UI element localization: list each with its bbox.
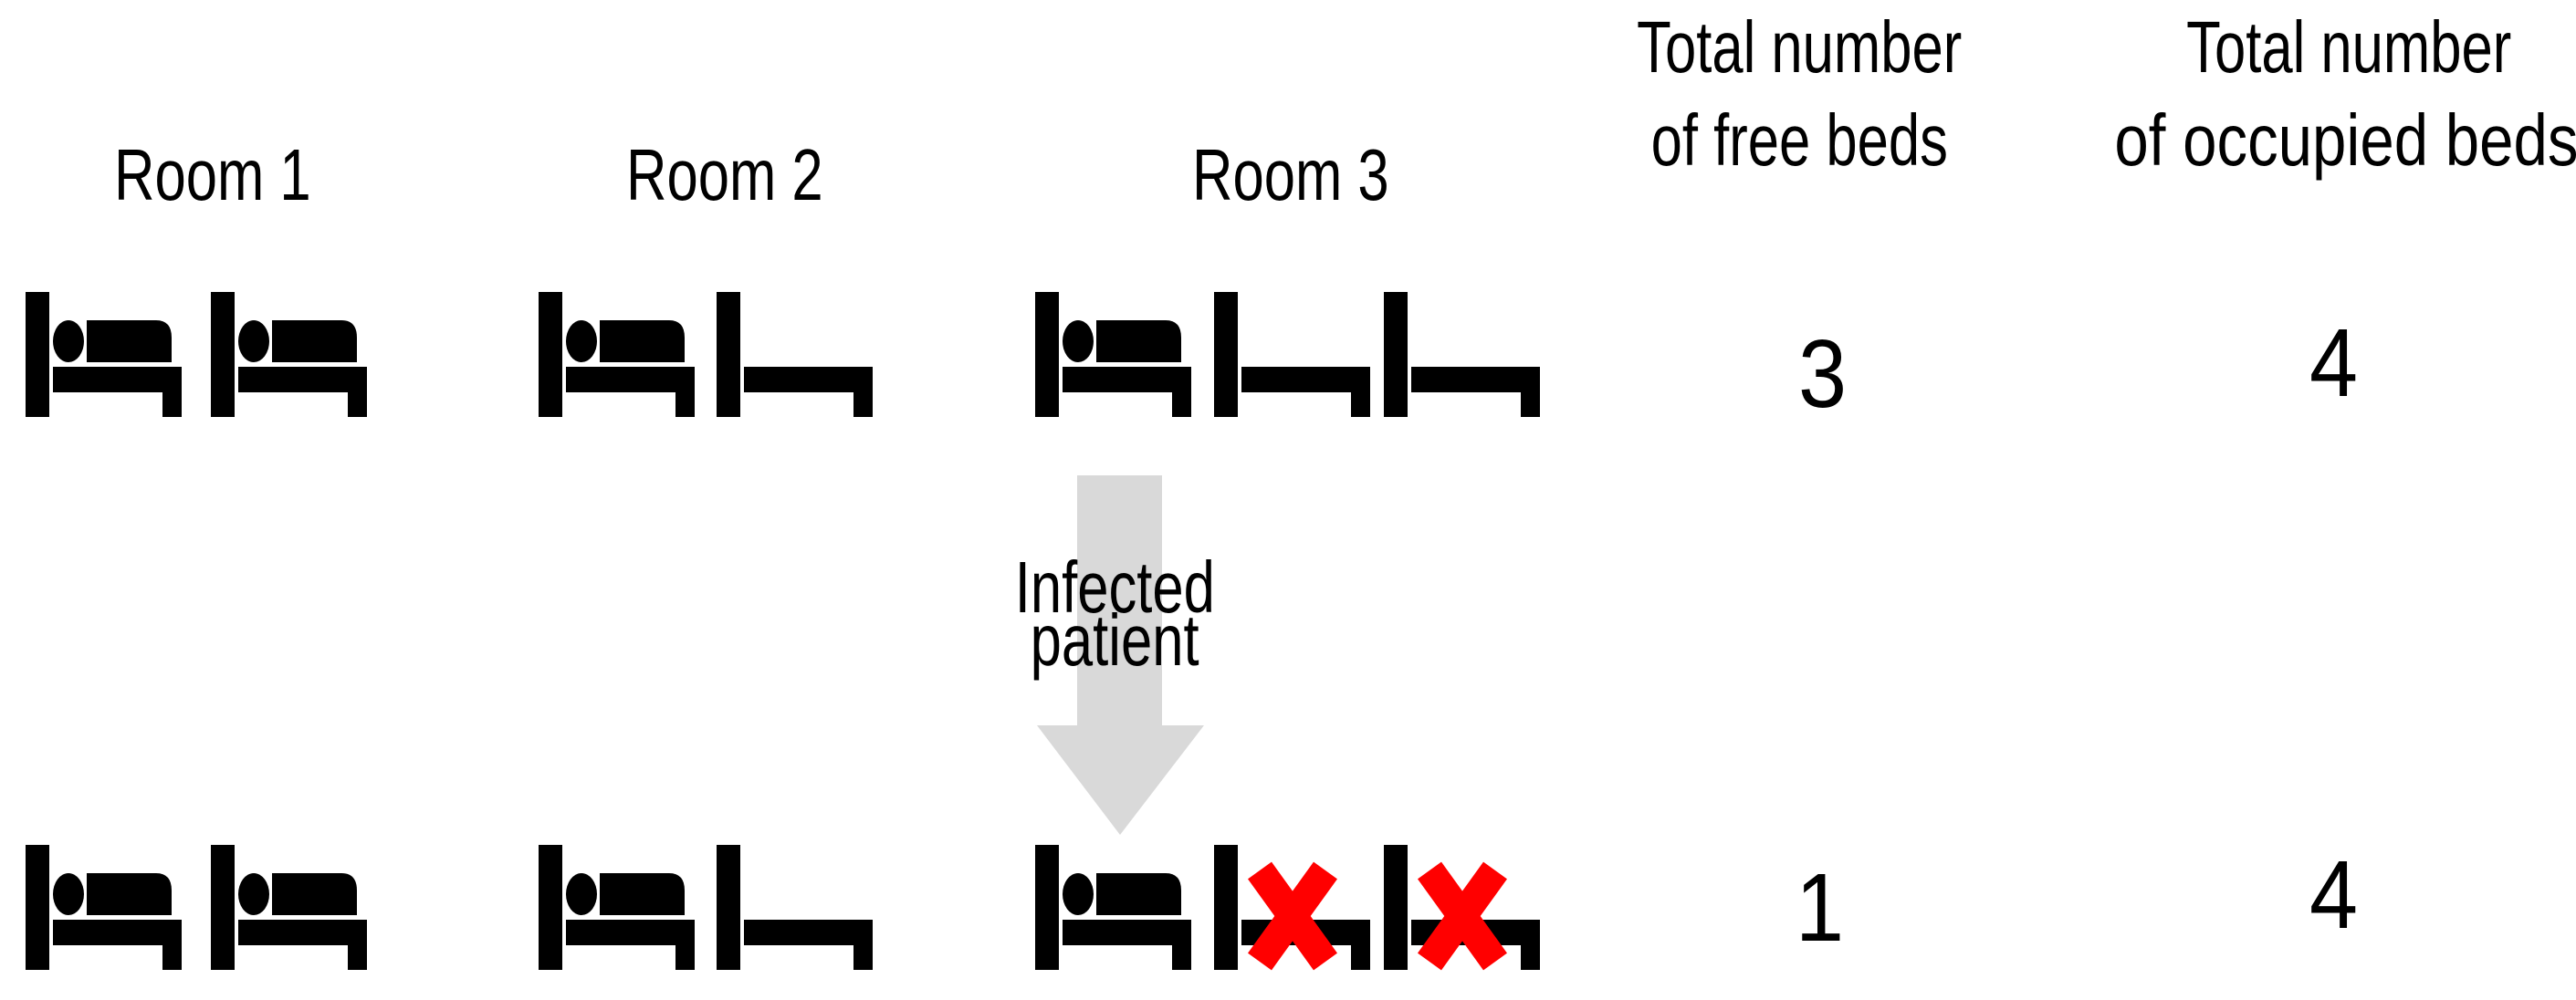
bed-leg [1172, 367, 1191, 417]
bed-base [238, 920, 367, 945]
empty-bed-icon [1214, 292, 1371, 422]
headboard [717, 292, 740, 417]
empty-bed-icon [1384, 292, 1541, 422]
headboard [26, 292, 49, 417]
patient-head-icon [1063, 873, 1094, 915]
free-beds-header-line1-text: Total number [1636, 6, 1963, 88]
patient-head-icon [53, 320, 84, 362]
patient-head-icon [238, 873, 269, 915]
blanket-icon [600, 320, 685, 362]
occupied-bed-icon [539, 292, 696, 422]
free-beds-header-line1: Total number [1434, 11, 2164, 84]
bed-leg [348, 920, 367, 970]
occupied-bed-icon [1035, 845, 1192, 974]
room-3-label-text: Room 3 [1192, 134, 1389, 215]
bed-base [1241, 367, 1370, 392]
occupied-beds-header-line1: Total number [1984, 11, 2576, 84]
room-2-label-text: Room 2 [626, 134, 823, 215]
blanket-icon [1096, 320, 1181, 362]
bed-base [1063, 920, 1191, 945]
infected-patient-label-line1-text: Infected [1014, 547, 1215, 628]
bed-leg [853, 920, 873, 970]
room-1-label-text: Room 1 [114, 134, 311, 215]
headboard [1035, 292, 1059, 417]
occupied-beds-header-line2: of occupied beds [1981, 104, 2576, 177]
occupied-beds-header-line2-text: of occupied beds [2113, 99, 2576, 181]
headboard [1214, 845, 1238, 970]
patient-head-icon [1063, 320, 1094, 362]
infected-patient-label-line2-text: patient [1030, 599, 1199, 681]
bed-leg [348, 367, 367, 417]
occupied-beds-count-before: 4 [2196, 315, 2470, 411]
infected-patient-label-line1: Infected [749, 551, 1480, 624]
blanket-icon [272, 873, 357, 915]
free-beds-header-line2: of free beds [1434, 104, 2164, 177]
blocked-bed-icon [1214, 845, 1371, 974]
patient-head-icon [53, 873, 84, 915]
occupied-bed-icon [211, 292, 368, 422]
free-beds-header-line2-text: of free beds [1650, 99, 1948, 181]
bed-leg [162, 920, 182, 970]
free-beds-count-after-value: 1 [1795, 854, 1844, 962]
infected-patient-label-line2: patient [749, 604, 1480, 677]
headboard [717, 845, 740, 970]
bed-leg [1351, 367, 1370, 417]
bed-leg [1172, 920, 1191, 970]
bed-leg [853, 367, 873, 417]
bed-base [53, 920, 182, 945]
bed-leg [675, 920, 695, 970]
bed-base [566, 367, 695, 392]
empty-bed-icon [717, 845, 874, 974]
bed-leg [1351, 920, 1370, 970]
blocked-x-icon [1418, 861, 1507, 971]
blanket-icon [600, 873, 685, 915]
room-1-label: Room 1 [114, 139, 370, 212]
occupied-bed-icon [26, 845, 183, 974]
blanket-icon [87, 873, 172, 915]
free-beds-count-before: 3 [1685, 326, 1959, 422]
patient-head-icon [566, 873, 597, 915]
bed-leg [162, 367, 182, 417]
blanket-icon [272, 320, 357, 362]
patient-head-icon [566, 320, 597, 362]
occupied-bed-icon [26, 292, 183, 422]
blanket-icon [87, 320, 172, 362]
headboard [26, 845, 49, 970]
bed-base [1411, 367, 1540, 392]
free-beds-count-before-value: 3 [1797, 320, 1847, 428]
occupied-bed-icon [539, 845, 696, 974]
bed-base [53, 367, 182, 392]
bed-base [566, 920, 695, 945]
occupied-beds-count-after: 4 [2196, 847, 2470, 943]
occupied-beds-count-after-value: 4 [2309, 841, 2358, 949]
bed-leg [675, 367, 695, 417]
bed-base [1063, 367, 1191, 392]
headboard [539, 292, 562, 417]
blocked-x-icon [1248, 861, 1337, 971]
headboard [1214, 292, 1238, 417]
blanket-icon [1096, 873, 1181, 915]
free-beds-count-after: 1 [1682, 859, 1956, 956]
empty-bed-icon [717, 292, 874, 422]
headboard [1035, 845, 1059, 970]
bed-base [238, 367, 367, 392]
occupied-bed-icon [211, 845, 368, 974]
headboard [211, 292, 235, 417]
occupied-bed-icon [1035, 292, 1192, 422]
occupied-beds-count-before-value: 4 [2309, 309, 2358, 417]
room-3-label: Room 3 [1192, 139, 1448, 212]
bed-leg [1521, 920, 1540, 970]
bed-base [744, 367, 873, 392]
blocked-bed-icon [1384, 845, 1541, 974]
headboard [1384, 292, 1408, 417]
patient-head-icon [238, 320, 269, 362]
headboard [1384, 845, 1408, 970]
bed-base [744, 920, 873, 945]
occupied-beds-header-line1-text: Total number [2185, 6, 2512, 88]
headboard [211, 845, 235, 970]
bed-leg [1521, 367, 1540, 417]
room-2-label: Room 2 [626, 139, 882, 212]
headboard [539, 845, 562, 970]
